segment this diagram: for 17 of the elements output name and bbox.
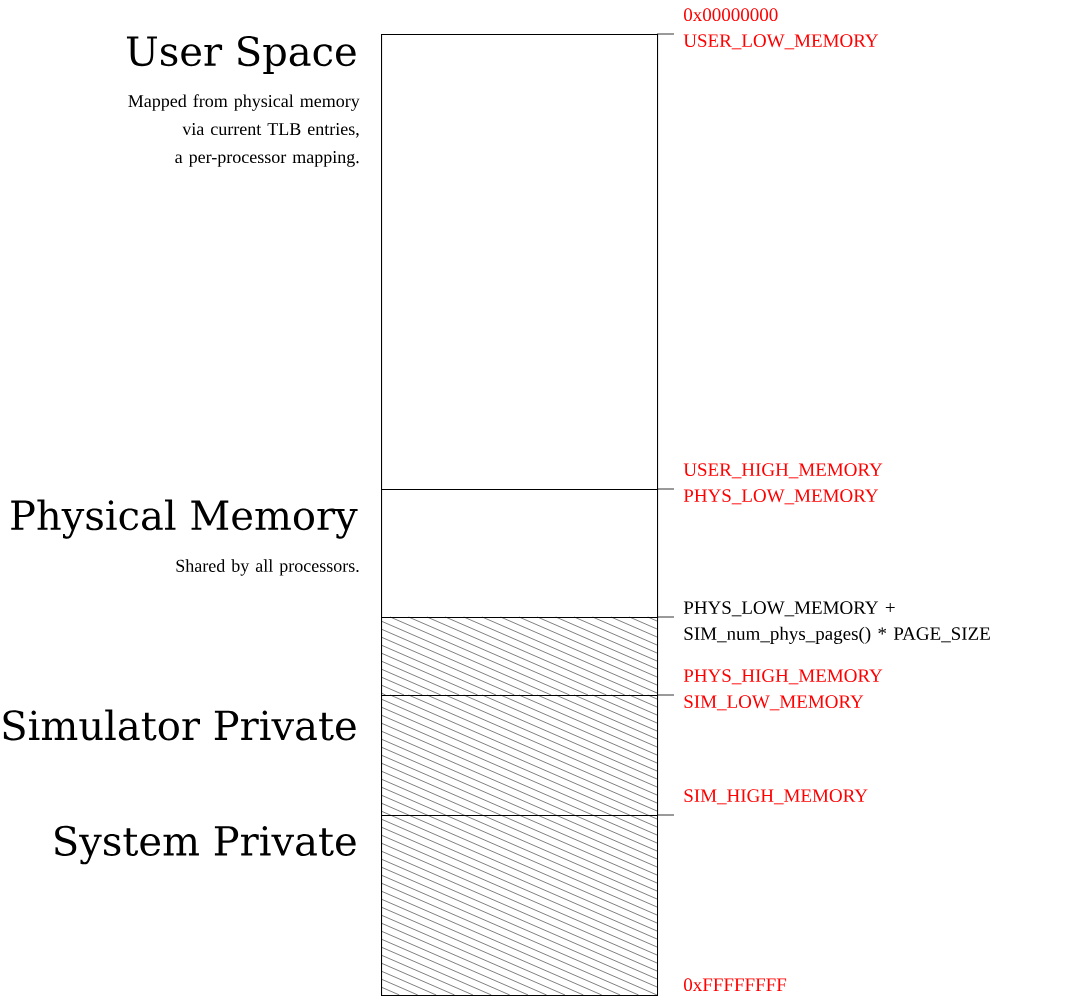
node-label: SIM_HIGH_MEMORY [684, 789, 868, 805]
node-label: Physical Memory [11, 499, 358, 539]
node-label: System Private [55, 825, 356, 865]
node-label: USER_LOW_MEMORY [683, 34, 879, 50]
node-label: User Space [126, 35, 356, 75]
memory-region: Simulator Private SIM_LOW_MEMORY SIM_HIGH_MEMORY [3, 694, 868, 817]
node-label: Shared by all processors. [176, 559, 359, 576]
node-label: PHYS_HIGH_MEMORY [683, 669, 883, 685]
node-label: Mapped from physical memory via current TLB entries, a per-processor mapping. [128, 94, 360, 167]
node-label: 0x00000000 [684, 8, 778, 22]
node-label: PHYS_LOW_MEMORY + SIM_num_phys_pages() * PAGE_SIZE [683, 601, 990, 644]
node-label: USER_HIGH_MEMORY [683, 463, 883, 479]
node-label: PHYS_LOW_MEMORY [683, 489, 879, 505]
node-label: 0xFFFFFFFF [684, 978, 787, 992]
node-label: Simulator Private [3, 709, 356, 741]
node-label: SIM_LOW_MEMORY [684, 695, 864, 711]
memory-region: System Private 0xFFFFFFFF [55, 814, 787, 997]
